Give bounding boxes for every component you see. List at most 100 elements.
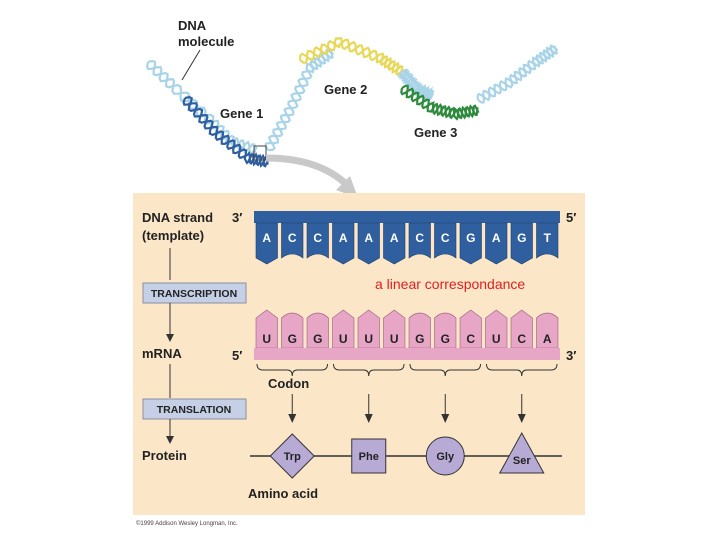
dna-base-shape <box>510 222 533 265</box>
amino-acid-label: Amino acid <box>248 486 318 501</box>
dna-label-pointer <box>181 49 201 81</box>
mrna-base-letter: U <box>492 332 501 346</box>
dna-base-letter: A <box>339 231 348 245</box>
dna-base-letter: G <box>517 231 526 245</box>
helix-strand <box>299 37 405 76</box>
helix-strand <box>184 95 269 168</box>
protein-label: Protein <box>142 448 187 463</box>
amino-acid-name: Gly <box>436 451 455 463</box>
dna-helix <box>145 37 559 168</box>
mrna-base-letter: G <box>441 332 450 346</box>
mrna-base-letter: C <box>517 332 526 346</box>
dna-base-letter: C <box>415 231 424 245</box>
dna-strand-label-line2: (template) <box>142 228 204 243</box>
dna-base-letter: A <box>390 231 399 245</box>
dna-base-letter: C <box>313 231 322 245</box>
mrna-base-letter: A <box>543 332 552 346</box>
amino-acid-shape <box>425 436 465 476</box>
dna-base-letter: A <box>492 231 501 245</box>
gene-3-label: Gene 3 <box>414 125 457 140</box>
codon-groups <box>256 363 558 423</box>
transcription-box <box>142 282 247 304</box>
codon-brace <box>409 363 481 377</box>
mrna-base-shape <box>281 312 304 349</box>
mrna-base-letter: G <box>415 332 424 346</box>
dna-base-shape <box>459 222 482 265</box>
mrna-base-shape <box>306 312 329 349</box>
dna-base-shape <box>357 222 380 265</box>
helix-strand <box>477 45 559 104</box>
helix-linker-1 <box>264 48 335 152</box>
codon-label: Codon <box>268 376 309 391</box>
dna-base: G <box>510 222 533 265</box>
gene-2-label: Gene 2 <box>324 82 367 97</box>
mrna-base: G <box>408 312 431 349</box>
dna-base-shape <box>255 222 278 265</box>
flow-arrow-2 <box>166 334 174 342</box>
amino-acid-name: Trp <box>284 451 301 463</box>
copyright-notice: ©1999 Addison Wesley Longman, Inc. <box>136 520 238 527</box>
dna-base: C <box>434 222 457 259</box>
amino-acid-chain: Trp Phe Gly Ser <box>269 431 545 479</box>
zoom-arrow <box>265 154 349 187</box>
dna-base-shape <box>536 222 559 259</box>
gene-1-label: Gene 1 <box>220 106 263 121</box>
mrna-3-prime-end: 3′ <box>566 348 576 363</box>
helix-upstream <box>145 59 258 155</box>
codon-arrow-head <box>364 414 373 423</box>
dna-label-line2: molecule <box>178 34 234 49</box>
amino-acid-name: Phe <box>359 451 379 463</box>
helix-strand <box>145 61 258 155</box>
mrna-base: U <box>485 309 508 349</box>
dna-base: A <box>485 222 508 265</box>
codon-brace <box>486 363 558 377</box>
amino-acid-shape <box>269 433 315 479</box>
dna-base-letter: C <box>288 231 297 245</box>
codon-arrow-head <box>288 414 297 423</box>
dna-base-letter: A <box>364 231 373 245</box>
helix-strand <box>398 68 435 104</box>
amino-acid-name: Ser <box>513 455 531 467</box>
amino-acid-shape <box>498 431 545 474</box>
helix-strand <box>298 38 404 75</box>
mrna-base-letter: U <box>262 332 271 346</box>
dna-base-letter: A <box>262 231 271 245</box>
codon-brace <box>256 363 328 377</box>
helix-strand <box>182 97 270 168</box>
dna-base: A <box>383 222 406 265</box>
dna-base-shape <box>485 222 508 265</box>
helix-strand <box>400 87 479 120</box>
mrna-base: G <box>434 312 457 349</box>
helix-linker-2 <box>397 68 435 104</box>
codon-arrow-head <box>441 414 450 423</box>
dna-base-shape <box>383 222 406 265</box>
amino-acid-ser: Ser <box>498 431 545 474</box>
dna-base: C <box>281 222 304 259</box>
helix-strand <box>267 49 334 152</box>
mrna-base-letter: U <box>364 332 373 346</box>
mrna-base-shape <box>536 312 559 349</box>
dna-backbone <box>254 211 560 223</box>
zoom-arrow-head <box>336 176 358 198</box>
mrna-base-letter: C <box>466 332 475 346</box>
codon-arrow-head <box>517 414 526 423</box>
amino-acid-gly: Gly <box>425 436 465 476</box>
codon-brace <box>333 363 405 377</box>
dna-base-shape <box>306 222 329 259</box>
dna-label-line1: DNA <box>178 18 207 33</box>
helix-strand <box>147 59 257 153</box>
mrna-base: C <box>510 309 533 349</box>
linear-correspondence-note: a linear correspondance <box>375 276 525 292</box>
mrna-base-letter: U <box>390 332 399 346</box>
translation-label: TRANSLATION <box>157 404 231 416</box>
dna-base: A <box>357 222 380 265</box>
dna-base: A <box>255 222 278 265</box>
flow-arrow-4 <box>166 436 174 444</box>
mrna-base: A <box>536 312 559 349</box>
dna-base: T <box>536 222 559 259</box>
mrna-base-letter: G <box>288 332 297 346</box>
mrna-5-prime-end: 5′ <box>232 348 242 363</box>
transcription-label: TRANSCRIPTION <box>151 288 237 300</box>
dna-base: G <box>459 222 482 265</box>
amino-acid-phe: Phe <box>351 438 387 474</box>
